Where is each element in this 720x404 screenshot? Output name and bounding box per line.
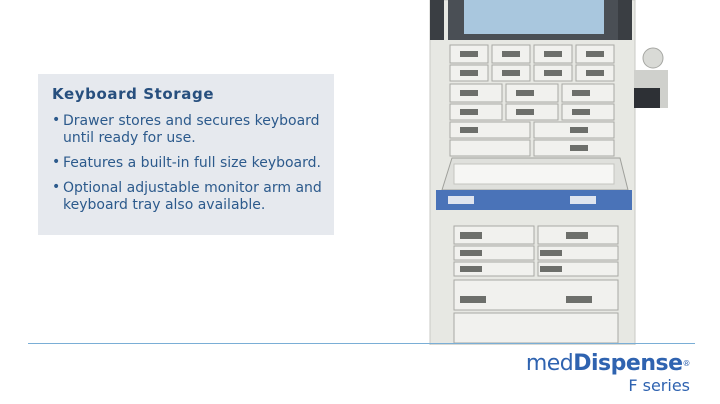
divider-line xyxy=(28,343,695,344)
series-label: F series xyxy=(628,376,690,395)
bullet-icon: • xyxy=(52,154,61,170)
bullet-icon: • xyxy=(52,112,61,128)
medication-cart-illustration xyxy=(429,0,668,345)
panel-title: Keyboard Storage xyxy=(52,85,215,103)
feature-item: •Drawer stores and secures keyboard unti… xyxy=(52,112,320,146)
feature-item: •Optional adjustable monitor arm and key… xyxy=(52,179,322,213)
bullet-icon: • xyxy=(52,179,61,195)
feature-list: •Drawer stores and secures keyboard unti… xyxy=(52,112,328,222)
meddispense-logo: medDispense® F series xyxy=(525,351,691,395)
info-panel: Keyboard Storage •Drawer stores and secu… xyxy=(38,74,334,235)
feature-item: •Features a built-in full size keyboard. xyxy=(52,154,321,171)
brand-name: medDispense® xyxy=(525,351,691,376)
